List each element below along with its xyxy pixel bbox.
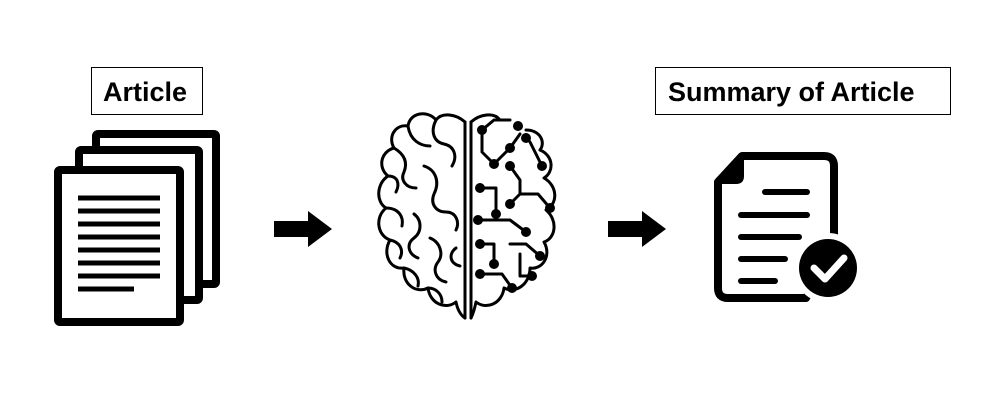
summary-label: Summary of Article (655, 67, 951, 115)
documents-stack-icon (54, 130, 220, 326)
arrow-right-icon (274, 211, 332, 247)
article-label: Article (91, 67, 203, 115)
document-check-icon (714, 152, 863, 303)
brain-circuit-icon (377, 112, 557, 320)
arrow-right-icon (608, 211, 666, 247)
